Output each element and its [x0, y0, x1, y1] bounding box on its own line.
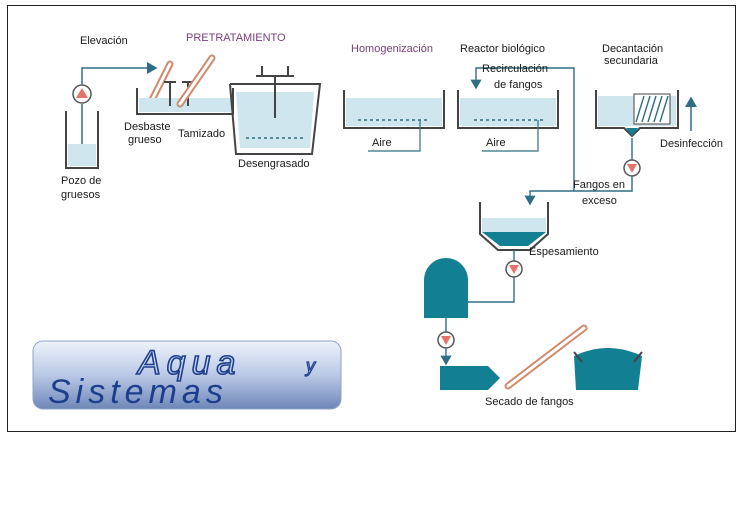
label-decantacion-1: Decantación [602, 43, 663, 55]
logo-word-y: y [304, 356, 316, 376]
pipe-to-digester [454, 277, 515, 303]
label-fangos-exceso-2: exceso [582, 195, 617, 207]
tamizado-screen-icon [164, 54, 216, 108]
label-aire-homogenizacion: Aire [372, 137, 392, 149]
label-desbaste-1: Desbaste [124, 121, 170, 133]
elevation-pump-icon [72, 84, 92, 104]
reactor-biologico-tank [457, 90, 559, 152]
label-desengrasado: Desengrasado [238, 158, 310, 170]
decantacion-tank [595, 90, 679, 138]
label-decantacion-2: secundaria [604, 55, 659, 67]
label-elevacion: Elevación [80, 35, 128, 47]
logo-word-aqua: Aqua [136, 344, 241, 382]
label-recirculacion-1: Recirculación [482, 63, 548, 75]
label-pozo-1: Pozo de [61, 175, 101, 187]
digester-pump-icon [437, 331, 455, 349]
label-pozo-2: gruesos [61, 189, 101, 201]
label-secado: Secado de fangos [485, 396, 574, 408]
desbaste-screen-icon [146, 60, 174, 108]
decantation-pump-icon [623, 159, 641, 177]
process-diagram: Elevación PRETRATAMIENTO Homogenización … [32, 32, 723, 411]
pipe-to-desbaste [81, 62, 158, 84]
label-fangos-exceso-1: Fangos en [573, 179, 625, 191]
sludge-conveyor-icon [504, 324, 588, 390]
espesamiento-tank [479, 202, 549, 251]
label-reactor-biologico: Reactor biológico [460, 43, 545, 55]
sludge-press-icon [440, 366, 500, 390]
label-homogenizacion: Homogenización [351, 43, 433, 55]
diagram-frame: Elevación PRETRATAMIENTO Homogenización … [7, 5, 736, 432]
recirculation-pipe [470, 67, 575, 191]
homogenizacion-tank [343, 90, 445, 152]
espesamiento-pump-icon [505, 260, 523, 278]
label-tamizado: Tamizado [178, 128, 225, 140]
label-recirculacion-2: de fangos [494, 79, 543, 91]
aqua-sistemas-logo: Aqua y Sistemas [32, 340, 342, 411]
digester-tank [424, 258, 468, 318]
excess-sludge-pipe [524, 176, 633, 206]
label-desbaste-2: grueso [128, 134, 162, 146]
pretreatment-channel [136, 88, 234, 115]
label-pretratamiento: PRETRATAMIENTO [186, 32, 286, 44]
logo-word-sistemas: Sistemas [48, 373, 228, 411]
sludge-container-icon [573, 348, 643, 390]
label-espesamiento: Espesamiento [529, 246, 599, 258]
desengrasado-tank [229, 66, 322, 155]
pozo-de-gruesos-tank [65, 111, 99, 169]
label-aire-reactor: Aire [486, 137, 506, 149]
label-desinfeccion: Desinfección [660, 138, 723, 150]
